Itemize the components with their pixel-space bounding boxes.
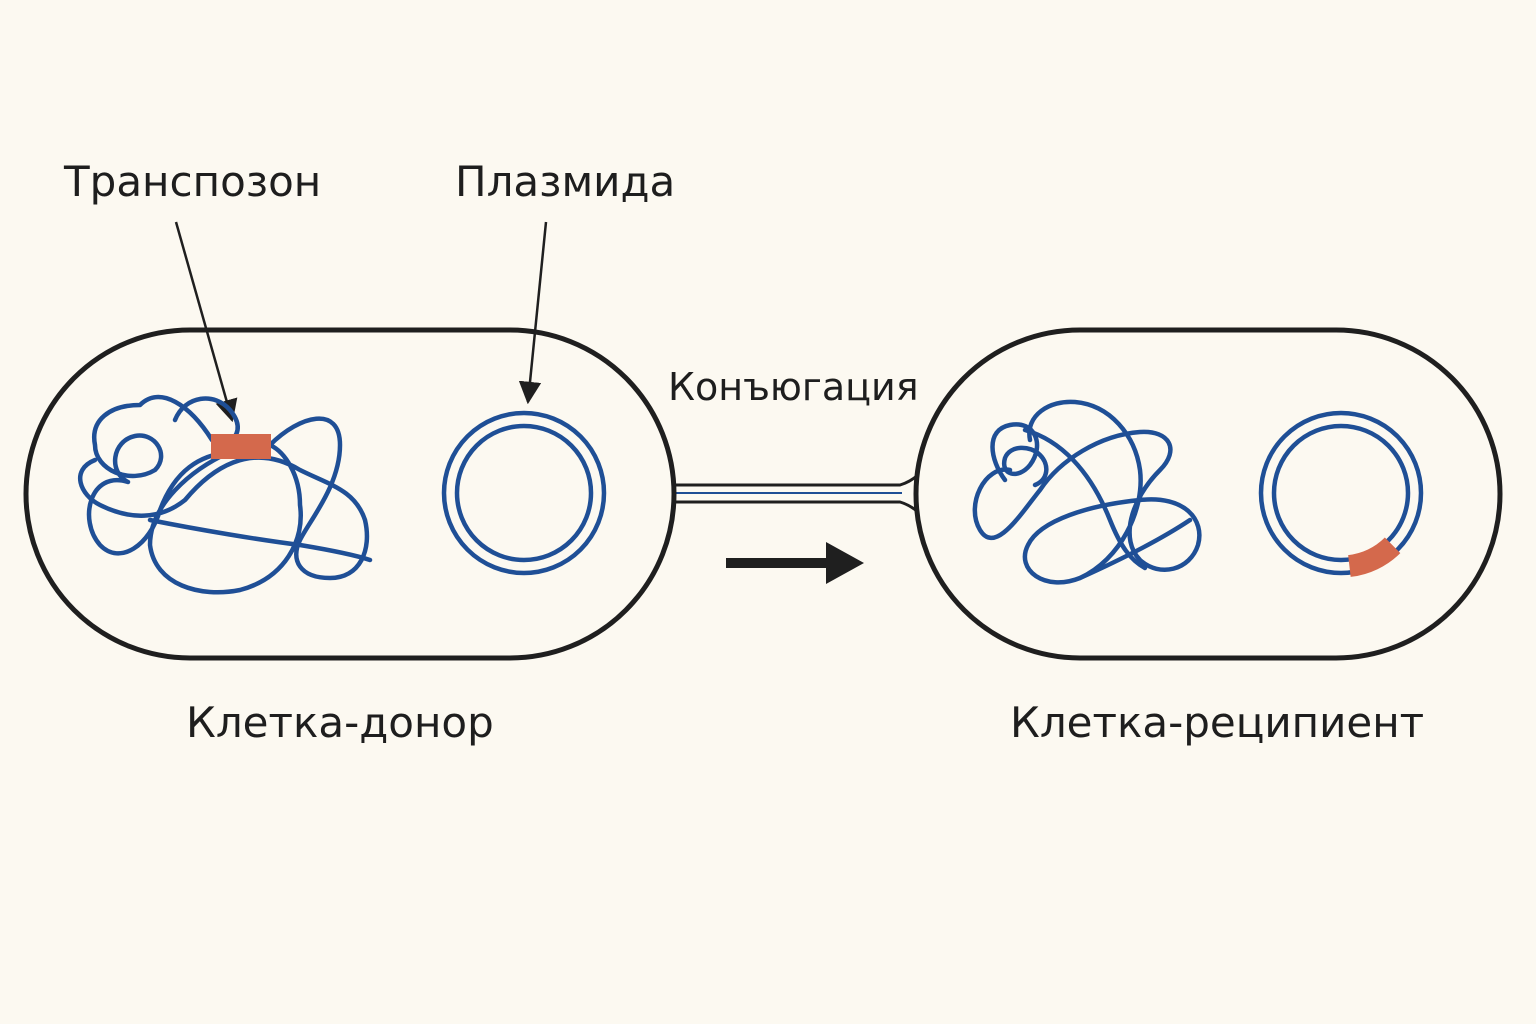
conjugation-bridge: [672, 473, 919, 514]
recipient-cell-membrane: [913, 327, 1503, 661]
arrow-right-icon: [726, 542, 864, 584]
recipient-plasmid: [1258, 410, 1424, 577]
transposon-label: Транспозон: [63, 157, 321, 206]
donor-cell-membrane: [23, 327, 677, 661]
recipient-transposon: [1347, 537, 1401, 577]
conjugation-label: Конъюгация: [668, 365, 919, 409]
donor-chromosome: [77, 394, 373, 595]
donor-cell: [23, 327, 677, 661]
donor-cell-label: Клетка-донор: [186, 698, 494, 747]
plasmid-label: Плазмида: [455, 157, 675, 206]
recipient-cell: [913, 327, 1503, 661]
plasmid-pointer: [518, 221, 548, 405]
recipient-cell-label: Клетка-реципиент: [1010, 698, 1424, 747]
donor-transposon: [211, 434, 271, 459]
transposon-pointer: [174, 221, 238, 423]
recipient-chromosome: [972, 399, 1202, 585]
donor-plasmid: [441, 410, 607, 576]
